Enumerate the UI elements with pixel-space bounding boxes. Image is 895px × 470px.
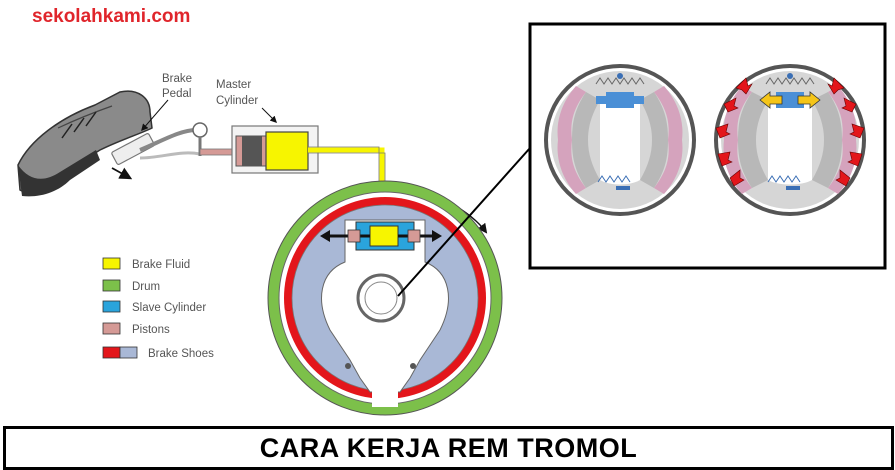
legend-label-drum: Drum xyxy=(132,281,160,293)
inset-panel xyxy=(528,22,887,270)
legend-swatch-slave-cylinder xyxy=(102,300,121,313)
legend-label-brake-fluid: Brake Fluid xyxy=(132,259,190,271)
master-cylinder-label-1: Master xyxy=(216,79,251,91)
master-cylinder xyxy=(231,125,319,174)
pedal-leader-line xyxy=(141,99,169,132)
legend-swatch-drum xyxy=(102,279,121,292)
legend-label-slave-cylinder: Slave Cylinder xyxy=(132,302,206,314)
pointer-line xyxy=(397,147,531,297)
drum-at-rest xyxy=(544,64,696,216)
legend-swatch-brake-shoes-red xyxy=(102,346,121,359)
legend-label-brake-shoes: Brake Shoes xyxy=(148,348,214,360)
legend-swatch-brake-shoes-blue xyxy=(119,346,138,359)
foot-shoe-illustration xyxy=(17,90,153,197)
site-watermark: sekolahkami.com xyxy=(32,6,191,27)
drum-applied xyxy=(714,64,866,216)
page-title: CARA KERJA REM TROMOL xyxy=(259,432,638,463)
legend: Brake Fluid Drum Slave Cylinder Pistons … xyxy=(102,257,214,360)
brake-pedal xyxy=(111,122,237,180)
master-cylinder-label-2: Cylinder xyxy=(216,95,258,107)
master-leader-line xyxy=(261,107,277,123)
legend-swatch-pistons xyxy=(102,322,121,335)
legend-swatch-brake-fluid xyxy=(102,257,121,270)
drum-brake-assembly xyxy=(267,180,503,416)
legend-label-pistons: Pistons xyxy=(132,324,170,336)
brake-pedal-label-1: Brake xyxy=(162,73,192,85)
title-bar: CARA KERJA REM TROMOL xyxy=(3,426,894,470)
brake-pedal-label-2: Pedal xyxy=(162,88,191,100)
